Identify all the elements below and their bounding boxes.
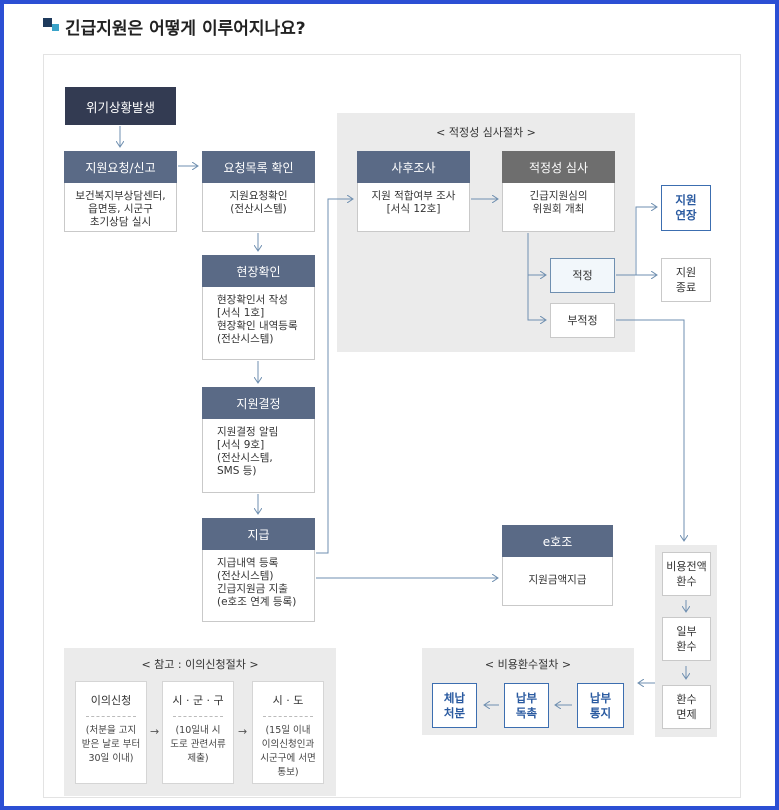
- appeal-card-request: 이의신청 (처분을 고지 받은 날로 부터 30일 이내): [75, 681, 147, 784]
- extend-box: 지원 연장: [661, 185, 711, 231]
- post-investigation-head: 사후조사: [357, 151, 470, 183]
- site-box: 현장확인 현장확인서 작성 [서식 1호] 현장확인 내역등록 (전산시스템): [202, 255, 315, 360]
- site-head: 현장확인: [202, 255, 315, 287]
- urge-box: 납부 독촉: [504, 683, 549, 728]
- refund-partial-box: 일부 환수: [662, 617, 711, 661]
- appeal-card-body: (처분을 고지 받은 날로 부터 30일 이내): [81, 725, 141, 764]
- appeal-card-body: (15일 이내 이의신청인과 시군구에 서면 통보): [260, 725, 316, 778]
- ehojo-body: 지원금액지급: [528, 574, 587, 586]
- refund-exempt-box: 환수 면제: [662, 685, 711, 729]
- appeal-arrow-icon: →: [150, 725, 160, 738]
- appeal-card-title: 시 · 도: [272, 694, 304, 707]
- appeal-arrow-icon: →: [238, 725, 248, 738]
- decision-box: 지원결정 지원결정 알림 [서식 9호] (전산시스템, SMS 등): [202, 387, 315, 493]
- appeal-card-sigungu: 시 · 군 · 구 (10일내 시 도로 관련서류 제출): [162, 681, 234, 784]
- refund-full-box: 비용전액 환수: [662, 552, 711, 596]
- end-box: 지원 종료: [661, 258, 711, 302]
- committee-body: 긴급지원심의 위원회 개최: [529, 190, 588, 215]
- confirm-box: 요청목록 확인 지원요청확인 (전산시스템): [202, 151, 315, 232]
- payment-body: 지급내역 등록 (전산시스템) 긴급지원금 지출 (e호조 연계 등록): [217, 557, 297, 608]
- page-title: 긴급지원은 어떻게 이루어지나요?: [65, 19, 306, 39]
- payment-box: 지급 지급내역 등록 (전산시스템) 긴급지원금 지출 (e호조 연계 등록): [202, 518, 315, 622]
- request-head: 지원요청/신고: [64, 151, 177, 183]
- confirm-body: 지원요청확인 (전산시스템): [229, 190, 288, 215]
- committee-box: 적정성 심사 긴급지원심의 위원회 개최: [502, 151, 615, 232]
- decision-body: 지원결정 알림 [서식 9호] (전산시스템, SMS 등): [217, 426, 279, 477]
- post-investigation-body: 지원 적합여부 조사 [서식 12호]: [371, 190, 456, 215]
- appeal-card-title: 이의신청: [90, 694, 132, 707]
- appeal-card-title: 시 · 군 · 구: [172, 694, 224, 707]
- refund-proc-title: < 비용환수절차 >: [484, 658, 572, 671]
- delinquent-box: 체납 처분: [432, 683, 477, 728]
- site-body: 현장확인서 작성 [서식 1호] 현장확인 내역등록 (전산시스템): [217, 294, 298, 345]
- title-bullet-icon: [43, 18, 59, 34]
- notice-box: 납부 통지: [577, 683, 624, 728]
- appeal-card-sido: 시 · 도 (15일 이내 이의신청인과 시군구에 서면 통보): [252, 681, 324, 784]
- request-body: 보건복지부상담센터, 읍면동, 시군구 초기상담 실시: [75, 190, 166, 228]
- confirm-head: 요청목록 확인: [202, 151, 315, 183]
- ehojo-box: e호조 지원금액지급: [502, 525, 613, 606]
- decision-head: 지원결정: [202, 387, 315, 419]
- appeal-card-body: (10일내 시 도로 관련서류 제출): [170, 725, 226, 764]
- ehojo-head: e호조: [502, 525, 613, 557]
- crisis-box: 위기상황발생: [65, 87, 176, 125]
- inadequate-box: 부적정: [550, 303, 615, 338]
- appeal-title: < 참고 : 이의신청절차 >: [141, 658, 259, 671]
- review-title: < 적정성 심사절차 >: [436, 126, 536, 139]
- payment-head: 지급: [202, 518, 315, 550]
- request-box: 지원요청/신고 보건복지부상담센터, 읍면동, 시군구 초기상담 실시: [64, 151, 177, 232]
- committee-head: 적정성 심사: [502, 151, 615, 183]
- post-investigation-box: 사후조사 지원 적합여부 조사 [서식 12호]: [357, 151, 470, 232]
- adequate-box: 적정: [550, 258, 615, 293]
